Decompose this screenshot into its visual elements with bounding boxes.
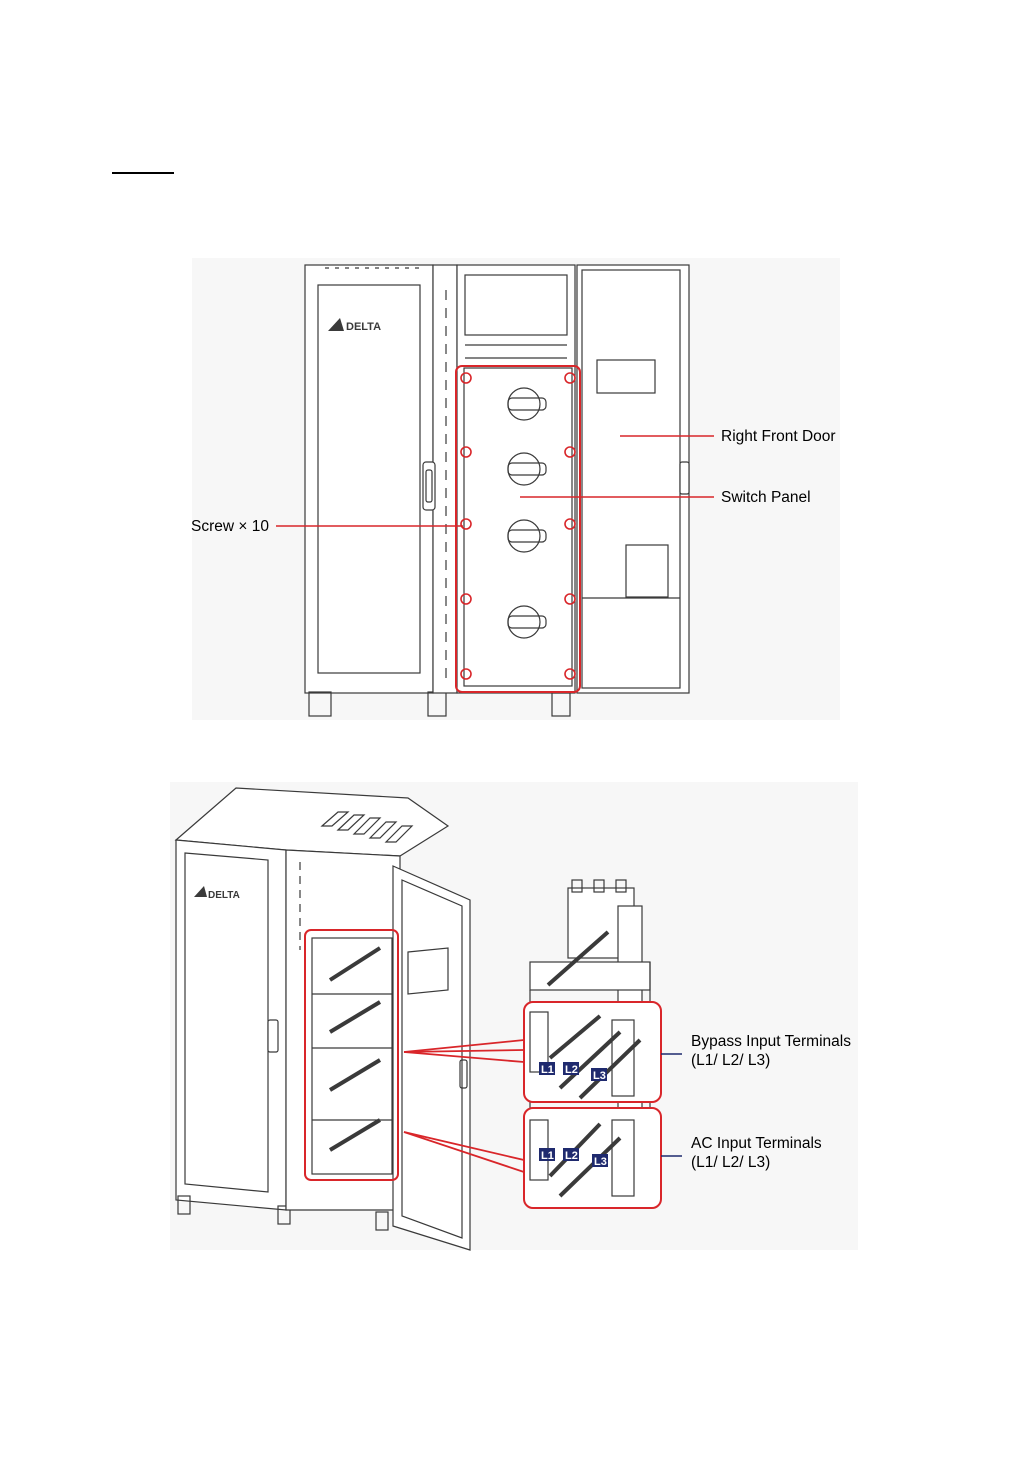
switch-panel [464,368,572,686]
figure-2-perspective-view: DELTA [170,782,858,1250]
phase-tag-l1: L1 [539,1148,555,1162]
phase-tag-l1: L1 [539,1062,555,1076]
switch-panel-label: Switch Panel [721,489,811,506]
ac-terminals-label: AC Input Terminals [691,1135,822,1152]
right-front-door [577,265,689,693]
phase-tag-l3: L3 [592,1154,608,1168]
svg-text:DELTA: DELTA [208,890,240,901]
svg-text:L1: L1 [541,1064,554,1076]
cabinet-interior [286,850,400,1230]
phase-tag-l3: L3 [591,1068,607,1082]
svg-text:L3: L3 [594,1156,607,1168]
bypass-terminals-label: Bypass Input Terminals [691,1033,851,1050]
svg-text:L3: L3 [593,1070,606,1082]
phase-tag-l2: L2 [563,1062,579,1076]
bypass-terminals-sub: (L1/ L2/ L3) [691,1052,770,1069]
screw-count-label: Screw × 10 [191,518,269,535]
right-front-door-open [393,866,470,1250]
right-front-door-label: Right Front Door [721,428,836,445]
svg-text:DELTA: DELTA [346,321,381,333]
svg-text:L2: L2 [565,1064,578,1076]
svg-text:L1: L1 [541,1150,554,1162]
ac-terminals-sub: (L1/ L2/ L3) [691,1154,770,1171]
phase-tag-l2: L2 [563,1148,579,1162]
svg-text:L2: L2 [565,1150,578,1162]
